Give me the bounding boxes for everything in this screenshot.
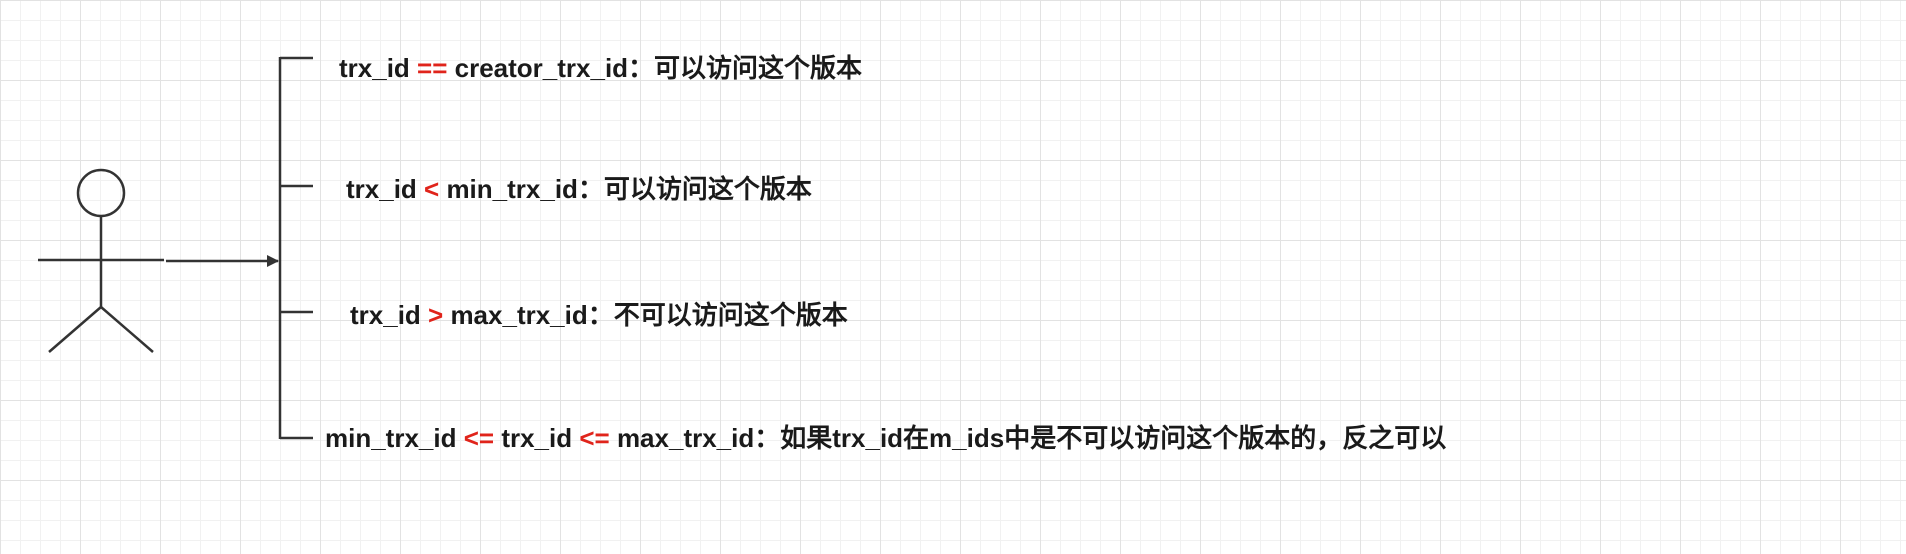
- stick-figure-actor-icon: [38, 168, 164, 353]
- rule-text: min_trx_id：可以访问这个版本: [439, 174, 812, 204]
- rule-text: creator_trx_id：可以访问这个版本: [447, 53, 863, 83]
- rule-label-4: min_trx_id <= trx_id <= max_trx_id：如果trx…: [325, 423, 1446, 453]
- comparison-operator: >: [428, 300, 444, 330]
- comparison-operator: <: [424, 174, 440, 204]
- rule-text: max_trx_id：不可以访问这个版本: [443, 300, 848, 330]
- rule-label-2: trx_id < min_trx_id：可以访问这个版本: [346, 174, 812, 204]
- rule-text: trx_id: [350, 300, 429, 330]
- comparison-operator: ==: [417, 53, 448, 83]
- bracket: [278, 56, 313, 440]
- rule-text: max_trx_id：如果trx_id在m_ids中是不可以访问这个版本的，反之…: [609, 423, 1447, 453]
- rule-text: trx_id: [339, 53, 418, 83]
- rule-text: trx_id: [346, 174, 425, 204]
- rule-text: min_trx_id: [325, 423, 464, 453]
- actor-head: [76, 168, 126, 218]
- actor-left-leg: [48, 306, 102, 353]
- comparison-operator: <=: [579, 423, 610, 453]
- comparison-operator: <=: [463, 423, 495, 453]
- actor-right-leg: [100, 306, 154, 353]
- rule-label-1: trx_id == creator_trx_id：可以访问这个版本: [339, 53, 862, 83]
- rule-text: trx_id: [494, 423, 580, 453]
- rule-label-3: trx_id > max_trx_id：不可以访问这个版本: [350, 300, 848, 330]
